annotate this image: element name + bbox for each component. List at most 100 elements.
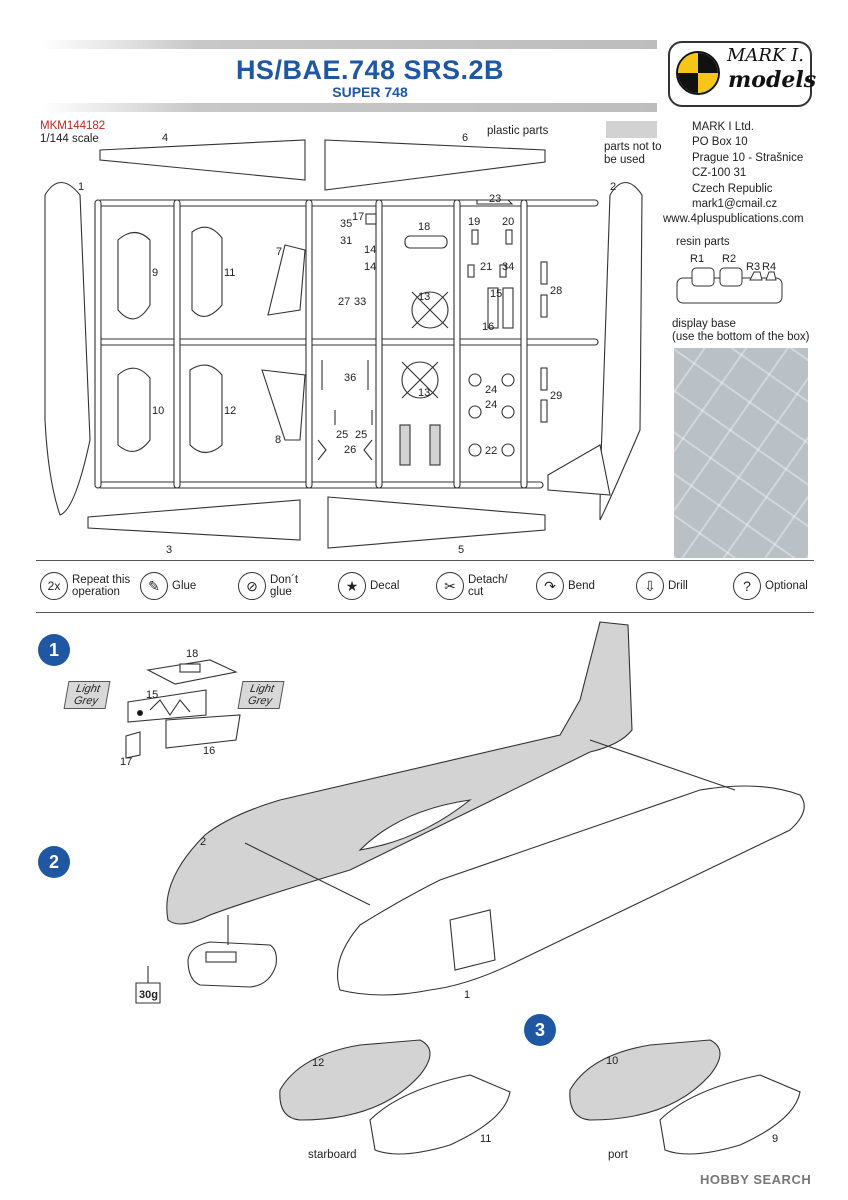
part-number-label: 11 bbox=[480, 1133, 491, 1145]
part-number-label: 10 bbox=[152, 405, 164, 417]
cockpit-part-16 bbox=[165, 714, 241, 749]
legend-label: Optional bbox=[765, 580, 808, 592]
part-number-label: 16 bbox=[482, 321, 494, 333]
legend-label: Repeat this bbox=[72, 574, 131, 586]
part-number-label: 17 bbox=[120, 756, 132, 768]
part-unused bbox=[429, 424, 441, 466]
resin-part-label: R1 bbox=[690, 253, 704, 265]
part-wheel-22 bbox=[501, 443, 515, 457]
fuselage-door bbox=[449, 909, 496, 971]
cockpit-part-15 bbox=[127, 689, 207, 723]
display-base-note: (use the bottom of the box) bbox=[672, 331, 810, 343]
legend-divider-bottom bbox=[36, 612, 814, 613]
wing-slot bbox=[358, 799, 472, 851]
part-34 bbox=[499, 264, 507, 278]
company-address: MARK I Ltd. PO Box 10 Prague 10 - Strašn… bbox=[663, 120, 804, 228]
part-wheel-22 bbox=[468, 443, 482, 457]
legend-label: Glue bbox=[172, 580, 197, 592]
part-fin-8 bbox=[261, 369, 306, 441]
resin-part-label: R2 bbox=[722, 253, 736, 265]
address-line: PO Box 10 bbox=[692, 136, 748, 149]
resin-parts-diagram: R1 R2 R3 R4 bbox=[676, 253, 783, 304]
part-wing-6 bbox=[324, 139, 546, 191]
starboard-nacelle-12 bbox=[279, 1039, 431, 1121]
legend-label: Don´t bbox=[270, 574, 299, 586]
part-fuselage-1 bbox=[44, 181, 91, 516]
legend-label: glue bbox=[270, 586, 292, 598]
starboard-nacelle-11 bbox=[369, 1074, 511, 1155]
part-wing-3 bbox=[87, 499, 301, 541]
header-bar-top bbox=[42, 40, 657, 49]
part-number-label: 10 bbox=[606, 1055, 618, 1067]
part-propeller-13b bbox=[401, 361, 439, 399]
part-number-label: 35 bbox=[340, 218, 352, 230]
part-nacelle-11 bbox=[191, 226, 223, 317]
part-29 bbox=[540, 399, 548, 423]
part-number-label: 23 bbox=[489, 193, 501, 205]
logo-text-models: models bbox=[728, 67, 817, 93]
logo-quadrant-icon bbox=[676, 51, 720, 95]
part-propeller-13b-blades bbox=[401, 361, 439, 399]
step-2-badge: 2 bbox=[38, 846, 70, 878]
part-number-label: 25 bbox=[355, 429, 367, 441]
part-number-label: 2 bbox=[200, 836, 206, 848]
resin-part-r3 bbox=[749, 271, 763, 281]
part-number-label: 14 bbox=[364, 244, 376, 256]
part-23 bbox=[476, 199, 514, 205]
resin-part-label: R4 bbox=[762, 261, 776, 273]
part-number-label: 5 bbox=[458, 544, 464, 556]
part-26 bbox=[317, 439, 373, 461]
part-18 bbox=[404, 235, 448, 249]
plastic-parts-label: plastic parts bbox=[487, 125, 549, 137]
part-number-label: 15 bbox=[146, 689, 158, 701]
part-number-label: 11 bbox=[224, 267, 235, 279]
part-tail-2 bbox=[547, 444, 611, 496]
resin-part-r4 bbox=[765, 271, 777, 281]
part-propeller-13 bbox=[411, 291, 449, 329]
address-line: www.4pluspublications.com bbox=[663, 213, 804, 226]
assembly-arrow bbox=[589, 739, 736, 791]
legend-label: Bend bbox=[568, 580, 595, 592]
repeat-icon: 2x bbox=[40, 572, 68, 600]
address-line: mark1@cmail.cz bbox=[692, 198, 778, 211]
part-number-label: 9 bbox=[772, 1133, 778, 1145]
product-code: MKM144182 bbox=[40, 120, 106, 132]
sprue-frame-bottom bbox=[97, 481, 544, 489]
part-number-label: 14 bbox=[364, 261, 376, 273]
weight-label: 30g bbox=[139, 989, 158, 1001]
step-3-diagram: 12 11 10 9 bbox=[279, 1039, 801, 1155]
part-number-label: 3 bbox=[166, 544, 172, 556]
part-number-label: 36 bbox=[344, 372, 356, 384]
sprue-frame-runner bbox=[453, 199, 461, 489]
part-number-label: 24 bbox=[485, 384, 497, 396]
sprue-frame-runner bbox=[375, 199, 383, 489]
header-bar-bottom bbox=[42, 103, 657, 112]
part-number-label: 27 bbox=[338, 296, 350, 308]
drill-icon: ⇩ bbox=[636, 572, 664, 600]
part-number-label: 19 bbox=[468, 216, 480, 228]
part-wing-5 bbox=[327, 496, 546, 549]
resin-part-label: R3 bbox=[746, 261, 760, 273]
part-number-label: 22 bbox=[485, 445, 497, 457]
optional-icon: ? bbox=[733, 572, 761, 600]
part-number-label: 28 bbox=[550, 285, 562, 297]
cockpit-block bbox=[187, 941, 277, 988]
resin-part-r2 bbox=[719, 267, 743, 287]
display-base-image bbox=[674, 348, 808, 558]
step-1-badge: 1 bbox=[38, 634, 70, 666]
legend-glue: ✎ Glue bbox=[140, 568, 196, 604]
part-36 bbox=[321, 360, 369, 390]
part-20 bbox=[505, 229, 513, 245]
sprue-frame-left bbox=[94, 199, 102, 489]
not-used-label: parts not to be used bbox=[604, 141, 662, 166]
part-number-label: 12 bbox=[224, 405, 236, 417]
legend-decal: ★ Decal bbox=[338, 568, 399, 604]
part-number-label: 13 bbox=[418, 291, 430, 303]
legend-bend: ↷ Bend bbox=[536, 568, 595, 604]
part-number-label: 21 bbox=[480, 261, 492, 273]
part-number-label: 33 bbox=[354, 296, 366, 308]
legend-optional: ? Optional bbox=[733, 568, 808, 604]
part-wing-4 bbox=[99, 139, 306, 181]
